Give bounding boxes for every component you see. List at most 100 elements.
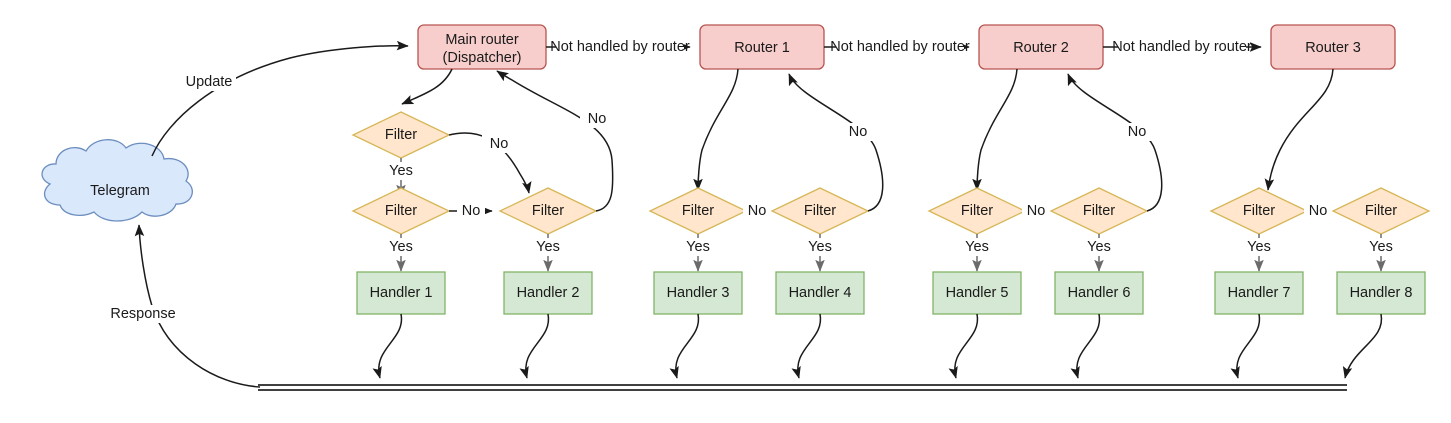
filter-7-node[interactable]: Filter (1209, 187, 1309, 235)
label-bg-3 (1118, 38, 1246, 56)
router-3-node[interactable]: Router 3 (1270, 24, 1396, 70)
label-bg-yes-1 (380, 238, 422, 256)
handler-4-box (775, 271, 865, 315)
label-bg-no-1 (457, 202, 485, 220)
filter-3-label: Filter (682, 203, 714, 219)
main-router-node[interactable]: Main router (Dispatcher) (417, 24, 547, 70)
edge-filter-top-no (448, 132, 532, 194)
edge-label-no-back-main: No (588, 111, 607, 127)
edge-label-no-back-1: No (849, 124, 868, 140)
edge-handler8-to-bus (1342, 313, 1383, 379)
handler-4-node[interactable]: Handler 4 (775, 271, 865, 315)
filter-4-label: Filter (804, 203, 836, 219)
router-3-label: Router 3 (1305, 40, 1361, 56)
edge-label-no-2: No (748, 203, 767, 219)
handler-8-label: Handler 8 (1350, 285, 1413, 301)
filter-3-node[interactable]: Filter (648, 187, 748, 235)
handler-3-box (653, 271, 743, 315)
handler-6-box (1054, 271, 1144, 315)
edge-label-not-handled-3: Not handled by router (1112, 39, 1252, 55)
handler-7-box (1214, 271, 1304, 315)
handler-6-label: Handler 6 (1068, 285, 1131, 301)
handler-6-node[interactable]: Handler 6 (1054, 271, 1144, 315)
edge-label-no-4: No (1309, 203, 1328, 219)
label-bg-yes-7 (1238, 238, 1280, 256)
edge-handler7-to-bus (1230, 313, 1261, 379)
edge-label-no-3: No (1027, 203, 1046, 219)
handler-5-label: Handler 5 (946, 285, 1009, 301)
label-bg-response (105, 305, 181, 323)
filter-4-node[interactable]: Filter (770, 187, 870, 235)
filter-8-node[interactable]: Filter (1331, 187, 1431, 235)
edge-handler2-to-bus (519, 313, 550, 379)
edge-handler5-to-bus (948, 313, 979, 379)
edge-label-not-handled-2: Not handled by router (830, 39, 970, 55)
edge-filter4-no-back (788, 73, 884, 212)
label-bg-update (180, 73, 236, 91)
cloud-label: Telegram (90, 183, 150, 199)
edge-handler4-to-bus (791, 313, 822, 379)
filter-top-label: Filter (385, 127, 417, 143)
main-router-label-line2: (Dispatcher) (443, 50, 522, 66)
router-2-node[interactable]: Router 2 (978, 24, 1104, 70)
filter-1-node[interactable]: Filter (351, 187, 451, 235)
edge-router2-to-filter5 (972, 68, 1018, 191)
label-bg-no-2 (743, 202, 771, 220)
filter-2-label: Filter (532, 203, 564, 219)
cloud-shape (41, 139, 193, 222)
handler-1-label: Handler 1 (370, 285, 433, 301)
label-bg-no-3 (1022, 202, 1050, 220)
edge-router3-to-filter7 (1264, 68, 1334, 191)
handler-8-box (1336, 271, 1426, 315)
filter-5-node[interactable]: Filter (927, 187, 1027, 235)
edge-label-no-top: No (490, 136, 509, 152)
handler-2-label: Handler 2 (517, 285, 580, 301)
handler-7-node[interactable]: Handler 7 (1214, 271, 1304, 315)
filter-top-node[interactable]: Filter (351, 111, 451, 159)
handler-5-node[interactable]: Handler 5 (932, 271, 1022, 315)
label-bg-yes-8 (1360, 238, 1402, 256)
edge-label-yes-2: Yes (536, 239, 560, 255)
edge-label-yes-5: Yes (965, 239, 989, 255)
edge-label-no-1: No (462, 203, 481, 219)
handler-2-box (503, 271, 593, 315)
edge-label-update: Update (186, 74, 233, 90)
router-1-node[interactable]: Router 1 (699, 24, 825, 70)
router-2-label: Router 2 (1013, 40, 1069, 56)
handler-3-node[interactable]: Handler 3 (653, 271, 743, 315)
label-bg-yes-3 (677, 238, 719, 256)
handler-8-node[interactable]: Handler 8 (1336, 271, 1426, 315)
handler-4-label: Handler 4 (789, 285, 852, 301)
label-bg-yes-2 (527, 238, 569, 256)
filter-2-node[interactable]: Filter (498, 187, 598, 235)
edge-label-response: Response (110, 306, 175, 322)
handler-1-box (356, 271, 446, 315)
label-bg-yes-top (380, 162, 422, 180)
filter-6-label: Filter (1083, 203, 1115, 219)
edge-filter6-no-back (1067, 73, 1163, 212)
filter-1-label: Filter (385, 203, 417, 219)
label-bg-yes-6 (1078, 238, 1120, 256)
main-router-label-line1: Main router (445, 32, 519, 48)
handler-1-node[interactable]: Handler 1 (356, 271, 446, 315)
edge-label-yes-top: Yes (389, 163, 413, 179)
filter-8-label: Filter (1365, 203, 1397, 219)
label-bg-yes-4 (799, 238, 841, 256)
edge-main-to-filter-top (401, 68, 453, 105)
edge-label-yes-7: Yes (1247, 239, 1271, 255)
edge-handler6-to-bus (1070, 313, 1101, 379)
label-bg-no-back-2 (1120, 123, 1154, 141)
handler-5-box (932, 271, 1022, 315)
edge-label-yes-1: Yes (389, 239, 413, 255)
handler-7-label: Handler 7 (1228, 285, 1291, 301)
label-bg-2 (836, 38, 964, 56)
handler-2-node[interactable]: Handler 2 (503, 271, 593, 315)
label-bg-no-top (482, 135, 516, 153)
label-bg-no-back-main (580, 110, 614, 128)
edge-label-not-handled-1: Not handled by router (550, 39, 690, 55)
filter-7-label: Filter (1243, 203, 1275, 219)
edge-handler1-to-bus (372, 313, 403, 379)
filter-6-node[interactable]: Filter (1049, 187, 1149, 235)
telegram-cloud-node[interactable]: Telegram (41, 139, 193, 222)
